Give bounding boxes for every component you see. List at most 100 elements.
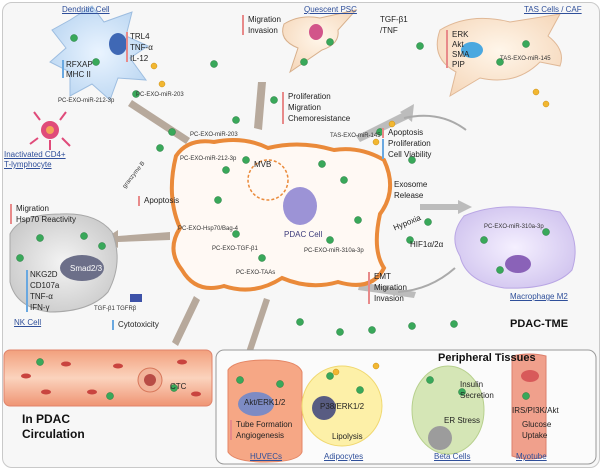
caf-title: TAS Cells / CAF xyxy=(524,5,582,14)
exo-310: PC-EXO-miR-310a-3p xyxy=(304,248,364,254)
prolif-effect-3: Chemoresistance xyxy=(288,114,351,123)
myo-effect-2: Uptake xyxy=(522,431,548,440)
prolif-up-indicator xyxy=(282,92,284,124)
peripheral-title: Peripheral Tissues xyxy=(438,352,536,364)
psc-signal-1: TGF-β1 xyxy=(380,15,408,24)
pdac-cell-label: PDAC Cell xyxy=(284,230,323,239)
huvec-path: Akt/ERK1/2 xyxy=(244,398,286,407)
beta-effect-2: Secretion xyxy=(460,391,494,400)
blood-vessel xyxy=(3,349,213,407)
dendritic-exo-203: PC-EXO-miR-203 xyxy=(136,92,184,98)
myo-path: IRS/PI3K/Akt xyxy=(512,406,559,415)
caf-shape xyxy=(436,13,562,98)
apop-left-indicator xyxy=(138,196,140,206)
beta-stress: ER Stress xyxy=(444,416,481,425)
apop-left: Apoptosis xyxy=(144,196,180,205)
nk-effect-2: Hsp70 Reactivity xyxy=(16,215,77,224)
exosome-release-2: Release xyxy=(394,191,424,200)
pdac-nucleus xyxy=(283,187,317,225)
pdac-cell-shape xyxy=(169,138,392,292)
exo-tas145: TAS-EXO-miR-145 xyxy=(330,133,381,139)
myotube-shape xyxy=(511,353,547,460)
nk-title: NK Cell xyxy=(14,318,42,327)
caf-marker-2: Akt xyxy=(452,40,464,49)
emt-1: EMT xyxy=(374,272,391,281)
apop-right-2: Proliferation xyxy=(388,139,431,148)
ctc-label: CTC xyxy=(170,382,187,391)
psc-signal-2: /TNF xyxy=(380,26,398,35)
nk-marker-1: NKG2D xyxy=(30,270,58,279)
huvec-up-indicator xyxy=(230,420,232,440)
apop-down-indicator xyxy=(382,139,384,159)
dendritic-marker-1: TRL4 xyxy=(130,32,150,41)
nk-effect-1: Migration xyxy=(16,204,49,213)
smad-label: Smad2/3 xyxy=(70,264,103,273)
dendritic-cell-title: Dendritic Cell xyxy=(62,5,110,14)
prolif-effect-1: Proliferation xyxy=(288,92,331,101)
caf-exo: TAS-EXO-miR-145 xyxy=(500,56,551,62)
apop-right-1: Apoptosis xyxy=(388,128,424,137)
huvec-effect-2: Angiogenesis xyxy=(236,431,285,440)
psc-title: Quescent PSC xyxy=(304,5,357,14)
exo-taas: PC-EXO-TAAs xyxy=(236,270,276,276)
huvec-name: HUVECs xyxy=(250,452,283,461)
exo-212: PC-EXO-miR-212-3p xyxy=(180,156,237,162)
dendritic-exo-212: PC-EXO-miR-212-3p xyxy=(58,98,115,104)
adipo-effect: Lipolysis xyxy=(332,432,363,441)
circulation-title-1: In PDAC xyxy=(22,412,70,426)
myo-name: Myotube xyxy=(516,452,547,461)
caf-marker-3: SMA xyxy=(452,50,470,59)
macrophage-shape xyxy=(454,206,576,289)
cyto-label: Cytotoxicity xyxy=(118,320,159,329)
exosome-dots xyxy=(16,34,550,400)
exosome-release-1: Exosome xyxy=(394,180,428,189)
prolif-effect-2: Migration xyxy=(288,103,321,112)
circulation-title-2: Circulation xyxy=(22,427,85,441)
mvb-label: MVB xyxy=(254,160,272,169)
psc-up-indicator xyxy=(242,15,244,35)
hif-label: HIF1α/2α xyxy=(410,240,444,249)
nk-nucleus xyxy=(60,255,104,281)
tgf-receptor: TGF-β1 TGFRβ xyxy=(94,306,137,312)
dendritic-down-1: RFXAP xyxy=(66,60,93,69)
adipo-name: Adipocytes xyxy=(324,452,364,461)
apop-right-3: Cell Viability xyxy=(388,150,432,159)
nk-down-indicator xyxy=(26,270,28,312)
emt-up-indicator xyxy=(368,272,370,304)
tme-title: PDAC-TME xyxy=(510,318,569,330)
peripheral-panel xyxy=(215,349,597,465)
beta-effect-1: Insulin xyxy=(460,380,484,389)
emt-3: Invasion xyxy=(374,294,404,303)
psc-shape xyxy=(282,9,358,74)
exo-hsp70: PC-EXO-Hsp70/Bag-4 xyxy=(178,226,239,232)
dendritic-down-2: MHC II xyxy=(66,70,91,79)
nk-marker-4: IFN-γ xyxy=(30,303,50,312)
caf-up-indicator xyxy=(446,30,448,68)
caf-marker-4: PIP xyxy=(452,60,465,69)
nk-marker-3: TNF-α xyxy=(30,292,53,301)
caf-marker-1: ERK xyxy=(452,30,469,39)
adipo-path: P38/ERK1/2 xyxy=(320,402,365,411)
macrophage-title: Macrophage M2 xyxy=(510,292,568,301)
down-indicator xyxy=(62,60,64,78)
dendritic-marker-2: TNF-α xyxy=(130,43,153,52)
dendritic-marker-3: IL-12 xyxy=(130,54,149,63)
psc-effect-2: Invasion xyxy=(248,26,278,35)
cd4-label-1: Inactivated CD4+ xyxy=(4,150,66,159)
nk-up-indicator xyxy=(10,204,12,224)
emt-2: Migration xyxy=(374,283,407,292)
orange-exosome-dots xyxy=(150,62,550,376)
beta-name: Beta Cells xyxy=(434,452,471,461)
huvec-effect-1: Tube Formation xyxy=(236,420,293,429)
exo-203: PC-EXO-miR-203 xyxy=(190,132,238,138)
psc-effect-1: Migration xyxy=(248,15,281,24)
up-indicator xyxy=(126,32,128,62)
mvb-shape xyxy=(247,159,289,201)
apop-up-indicator xyxy=(382,128,384,138)
dendritic-cell-shape xyxy=(49,5,150,101)
myo-effect-1: Glucose xyxy=(522,420,552,429)
nk-marker-2: CD107a xyxy=(30,281,60,290)
exo-tgf: PC-EXO-TGF-β1 xyxy=(212,246,258,252)
